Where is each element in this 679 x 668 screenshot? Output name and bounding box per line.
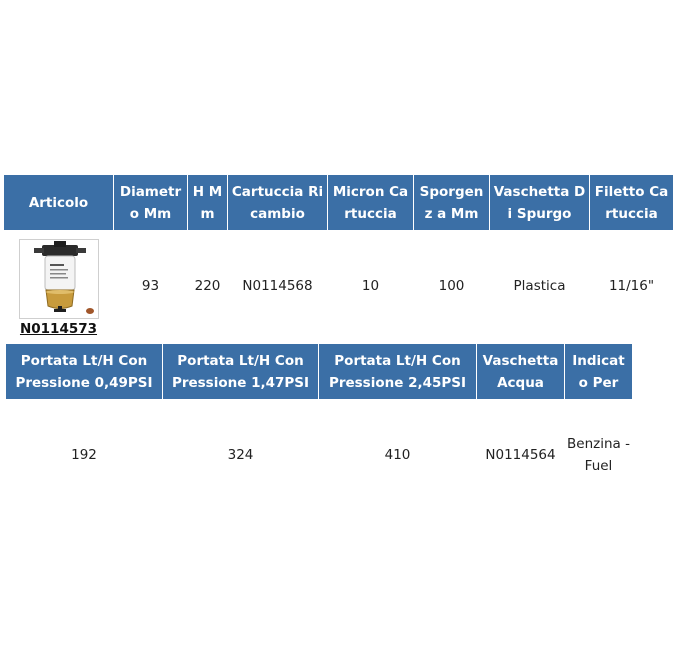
specs-table-1: Articolo Diametr o Mm H Mm Cartuccia Ric… [3,174,674,341]
cell-micron: 10 [327,230,414,341]
table2-header-row: Portata Lt/H Con Pressione 0,49PSI Porta… [5,343,633,400]
cell-vaschetta-acqua: N0114564 [476,399,565,510]
cell-filetto: 11/16" [589,230,674,341]
cell-diametro: 93 [113,230,188,341]
header-portata-049: Portata Lt/H Con Pressione 0,49PSI [5,343,163,400]
header-sporgenza: Sporgenz a Mm [413,174,490,231]
header-articolo: Articolo [3,174,114,231]
cell-cartuccia-ricambio: N0114568 [227,230,328,341]
cell-indicato-per: Benzina -Fuel [564,399,633,510]
cell-portata-147: 324 [162,399,319,510]
cell-portata-245: 410 [318,399,477,510]
header-portata-147: Portata Lt/H Con Pressione 1,47PSI [162,343,319,400]
article-code-link[interactable]: N0114573 [19,321,98,337]
fuel-filter-icon [33,241,94,314]
fuel-filter-image[interactable] [18,239,99,319]
header-portata-245: Portata Lt/H Con Pressione 2,45PSI [318,343,477,400]
header-h: H Mm [187,174,228,231]
header-indicato-per: Indicat o Per [564,343,633,400]
cell-portata-049: 192 [5,399,163,510]
cell-h: 220 [187,230,228,341]
table1-header-row: Articolo Diametr o Mm H Mm Cartuccia Ric… [3,174,674,231]
cell-articolo: N0114573 [3,230,114,341]
header-micron: Micron Cartuccia [327,174,414,231]
table-row: 192 324 410 N0114564 Benzina -Fuel [5,399,633,510]
cell-vaschetta-spurgo: Plastica [489,230,590,341]
header-vaschetta-acqua: Vaschetta Acqua [476,343,565,400]
header-vaschetta-spurgo: Vaschetta Di Spurgo [489,174,590,231]
header-cartuccia-ricambio: Cartuccia Ricambio [227,174,328,231]
table-row: N0114573 93 220 N0114568 10 100 Plastica… [3,230,674,341]
header-diametro: Diametr o Mm [113,174,188,231]
cell-sporgenza: 100 [413,230,490,341]
specs-table-2: Portata Lt/H Con Pressione 0,49PSI Porta… [5,343,633,510]
header-filetto: Filetto Cartuccia [589,174,674,231]
